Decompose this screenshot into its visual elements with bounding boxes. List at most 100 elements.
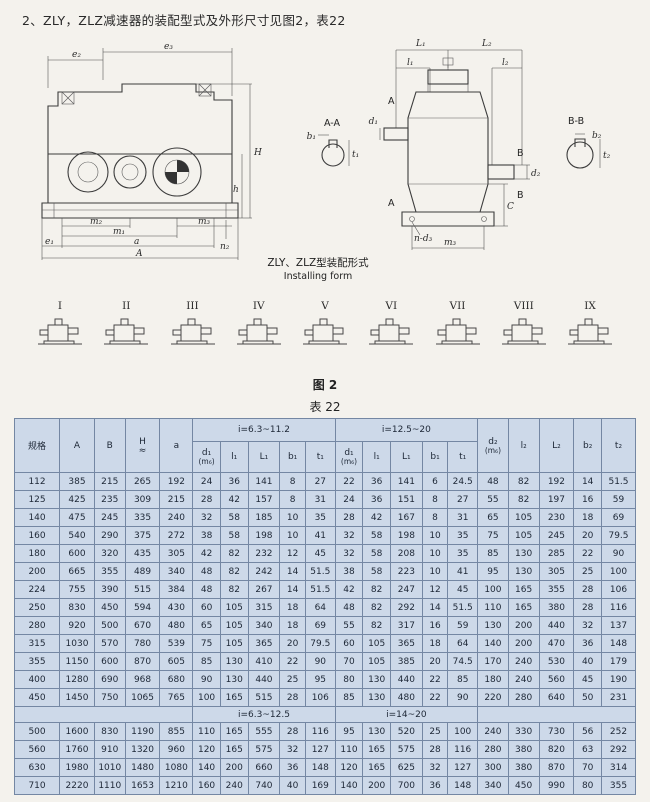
value-cell: 82 bbox=[362, 616, 391, 635]
value-cell: 42 bbox=[334, 580, 364, 599]
value-cell: 215 bbox=[93, 472, 126, 491]
value-cell: 240 bbox=[507, 670, 540, 689]
value-cell: 14 bbox=[421, 598, 449, 617]
value-cell: 575 bbox=[389, 740, 423, 759]
value-cell: 25 bbox=[421, 722, 449, 741]
install-form-item: II bbox=[100, 300, 152, 349]
value-cell: 605 bbox=[159, 652, 194, 671]
value-cell: 75 bbox=[477, 526, 509, 545]
header-row-2: d₁ (m₆) l₁ L₁ b₁ t₁ d₁ (m₆) l₁ L₁ b₁ t₁ bbox=[15, 441, 636, 473]
value-cell: 539 bbox=[159, 634, 194, 653]
value-cell: 680 bbox=[159, 670, 194, 689]
value-cell: 165 bbox=[507, 598, 540, 617]
col-header-a: a bbox=[159, 418, 194, 473]
col-header-H: H ≈ bbox=[124, 418, 161, 473]
dim-label-nd3: n-d₃ bbox=[414, 234, 433, 244]
value-cell: 28 bbox=[334, 508, 364, 527]
col-header-t1-g2: t₁ bbox=[447, 441, 479, 473]
value-cell: 660 bbox=[247, 758, 281, 777]
value-cell: 100 bbox=[192, 688, 221, 707]
dim-label-L2: L₂ bbox=[481, 39, 492, 49]
value-cell: 105 bbox=[362, 652, 391, 671]
value-cell: 28 bbox=[279, 722, 306, 741]
value-cell: 35 bbox=[304, 508, 336, 527]
value-cell: 140 bbox=[477, 634, 509, 653]
dim-label-A: A bbox=[135, 249, 143, 259]
value-cell: 38 bbox=[192, 526, 221, 545]
value-cell: 55 bbox=[334, 616, 364, 635]
value-cell: 280 bbox=[507, 688, 540, 707]
value-cell: 380 bbox=[507, 758, 540, 777]
spec-cell: 180 bbox=[13, 544, 61, 563]
value-cell: 435 bbox=[124, 544, 161, 563]
value-cell: 60 bbox=[192, 598, 221, 617]
value-cell: 8 bbox=[421, 490, 449, 509]
value-cell: 137 bbox=[601, 616, 636, 635]
value-cell: 106 bbox=[601, 580, 636, 599]
dim-label-H: H bbox=[253, 148, 262, 158]
dim-label-a: a bbox=[134, 237, 139, 247]
install-form-item: IX bbox=[564, 300, 616, 349]
value-cell: 32 bbox=[334, 544, 364, 563]
value-cell: 335 bbox=[124, 508, 161, 527]
value-cell: 25 bbox=[573, 562, 602, 581]
value-cell: 36 bbox=[219, 472, 249, 491]
value-cell: 22 bbox=[279, 652, 306, 671]
value-cell: 365 bbox=[389, 634, 423, 653]
value-cell: 28 bbox=[573, 598, 602, 617]
dim-label-e3: e₃ bbox=[164, 42, 173, 52]
value-cell: 70 bbox=[573, 758, 602, 777]
value-cell: 560 bbox=[538, 670, 575, 689]
value-cell: 1190 bbox=[124, 722, 161, 741]
value-cell: 192 bbox=[538, 472, 575, 491]
value-cell: 32 bbox=[573, 616, 602, 635]
section-bb: B-B b₂ t₂ bbox=[566, 116, 611, 169]
group-header-1: i=6.3~11.2 bbox=[192, 418, 336, 442]
value-cell: 141 bbox=[247, 472, 281, 491]
value-cell: 36 bbox=[573, 634, 602, 653]
value-cell: 55 bbox=[477, 490, 509, 509]
value-cell: 22 bbox=[573, 544, 602, 563]
value-cell: 330 bbox=[507, 722, 540, 741]
value-cell: 267 bbox=[247, 580, 281, 599]
value-cell: 105 bbox=[362, 634, 391, 653]
value-cell: 110 bbox=[192, 722, 221, 741]
value-cell: 475 bbox=[59, 508, 95, 527]
value-cell: 1980 bbox=[59, 758, 95, 777]
side-view: L₁ L₂ l₁ l₂ d₁ A A d₂ B B bbox=[369, 39, 541, 250]
value-cell: 105 bbox=[219, 616, 249, 635]
value-cell: 85 bbox=[477, 544, 509, 563]
value-cell: 280 bbox=[477, 740, 509, 759]
value-cell: 14 bbox=[573, 472, 602, 491]
reducer-form-icon bbox=[501, 318, 546, 345]
value-cell: 185 bbox=[247, 508, 281, 527]
install-form-numeral: IV bbox=[252, 300, 265, 312]
value-cell: 95 bbox=[477, 562, 509, 581]
value-cell: 24 bbox=[334, 490, 364, 509]
value-cell: 320 bbox=[93, 544, 126, 563]
dim-label-m3-side: m₃ bbox=[444, 238, 457, 248]
mid-blank-right bbox=[477, 706, 636, 723]
value-cell: 165 bbox=[219, 740, 249, 759]
install-form-numeral: I bbox=[57, 300, 63, 312]
value-cell: 130 bbox=[477, 616, 509, 635]
dim-label-n2: n₂ bbox=[220, 242, 230, 252]
value-cell: 10 bbox=[279, 526, 306, 545]
value-cell: 430 bbox=[159, 598, 194, 617]
value-cell: 375 bbox=[124, 526, 161, 545]
value-cell: 192 bbox=[159, 472, 194, 491]
value-cell: 870 bbox=[538, 758, 575, 777]
value-cell: 165 bbox=[219, 688, 249, 707]
value-cell: 290 bbox=[93, 526, 126, 545]
value-cell: 10 bbox=[279, 508, 306, 527]
col-header-b1-g2: b₁ bbox=[421, 441, 449, 473]
value-cell: 8 bbox=[421, 508, 449, 527]
value-cell: 292 bbox=[389, 598, 423, 617]
value-cell: 230 bbox=[538, 508, 575, 527]
